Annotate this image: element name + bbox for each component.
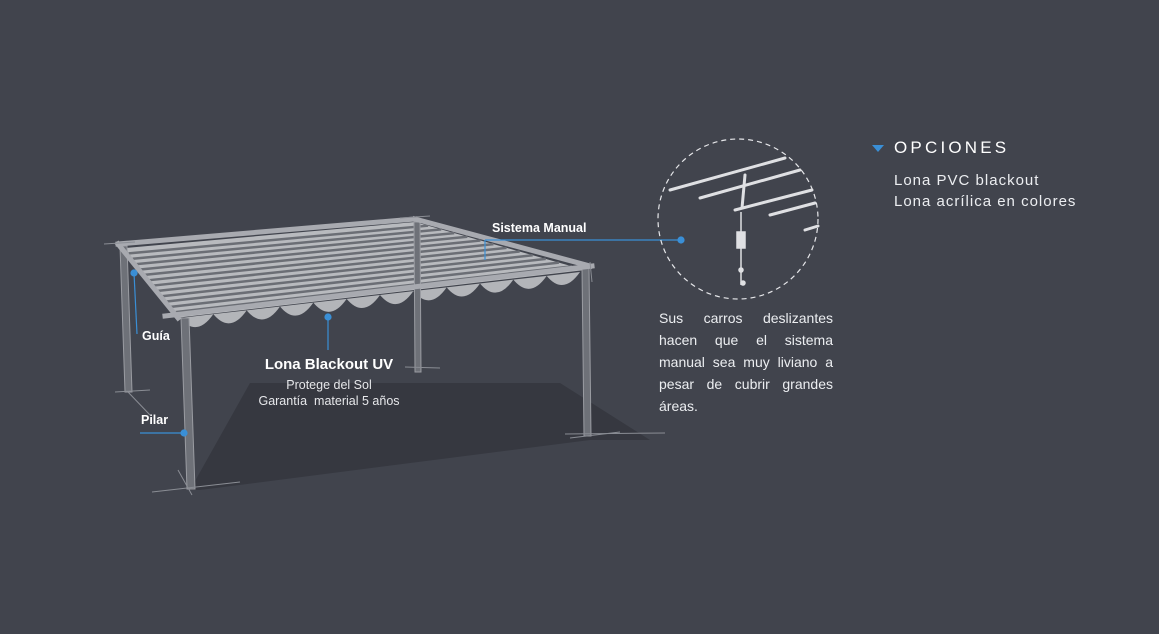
options-title: OPCIONES — [894, 138, 1010, 157]
fabric-scallop — [446, 283, 480, 297]
beam-left — [114, 240, 182, 322]
leader-guia — [133, 272, 138, 335]
label-pilar: Pilar — [141, 413, 169, 427]
fabric-scallop — [280, 302, 314, 316]
triangle-down-icon — [872, 144, 884, 152]
slat — [140, 235, 468, 271]
beam-back — [115, 216, 418, 247]
slat — [128, 224, 429, 255]
slat — [144, 239, 481, 277]
slat — [136, 231, 455, 266]
slat — [147, 242, 494, 282]
detail-circle — [657, 138, 820, 300]
slat — [167, 261, 559, 309]
fabric-scallop — [246, 306, 280, 320]
pillar-back-right — [413, 221, 422, 373]
beam-right — [411, 215, 594, 270]
beam-front — [162, 263, 595, 319]
scallops — [180, 272, 580, 328]
slat — [155, 250, 520, 293]
label-sistema-manual: Sistema Manual — [492, 221, 587, 235]
option-item: Lona PVC blackout — [894, 172, 1040, 189]
fabric-scallop — [346, 295, 380, 309]
system-description: Sus carros deslizantes hacen que el sist… — [659, 310, 833, 414]
options-header: OPCIONES — [872, 138, 1009, 158]
ground-shadow — [190, 383, 650, 490]
pillar-front-left — [180, 317, 196, 490]
slat — [132, 228, 442, 261]
fabric-scallop — [313, 298, 347, 312]
label-lona-blackout: Lona Blackout UV — [264, 356, 394, 373]
options-list: Lona PVC blackout Lona acrílica en color… — [894, 170, 1076, 212]
pillar-back-left — [119, 245, 133, 393]
pillar-front-right — [581, 267, 592, 437]
fabric-scallop — [546, 272, 580, 286]
fabric-scallop — [213, 310, 247, 324]
slat — [159, 253, 533, 298]
lona-detail-garantia: Garantía material 5 años — [258, 394, 400, 408]
lona-detail-sol: Protege del Sol — [286, 378, 372, 392]
fabric-scallop — [413, 287, 447, 301]
option-item: Lona acrílica en colores — [894, 193, 1077, 210]
label-guia: Guía — [142, 329, 170, 343]
lona-details: Protege del Sol Garantía material 5 años — [219, 377, 439, 409]
slat — [151, 246, 507, 287]
fabric-scallop — [380, 291, 414, 305]
fabric-scallop — [480, 279, 514, 293]
fabric-scallop — [513, 275, 547, 289]
slat — [163, 257, 546, 304]
